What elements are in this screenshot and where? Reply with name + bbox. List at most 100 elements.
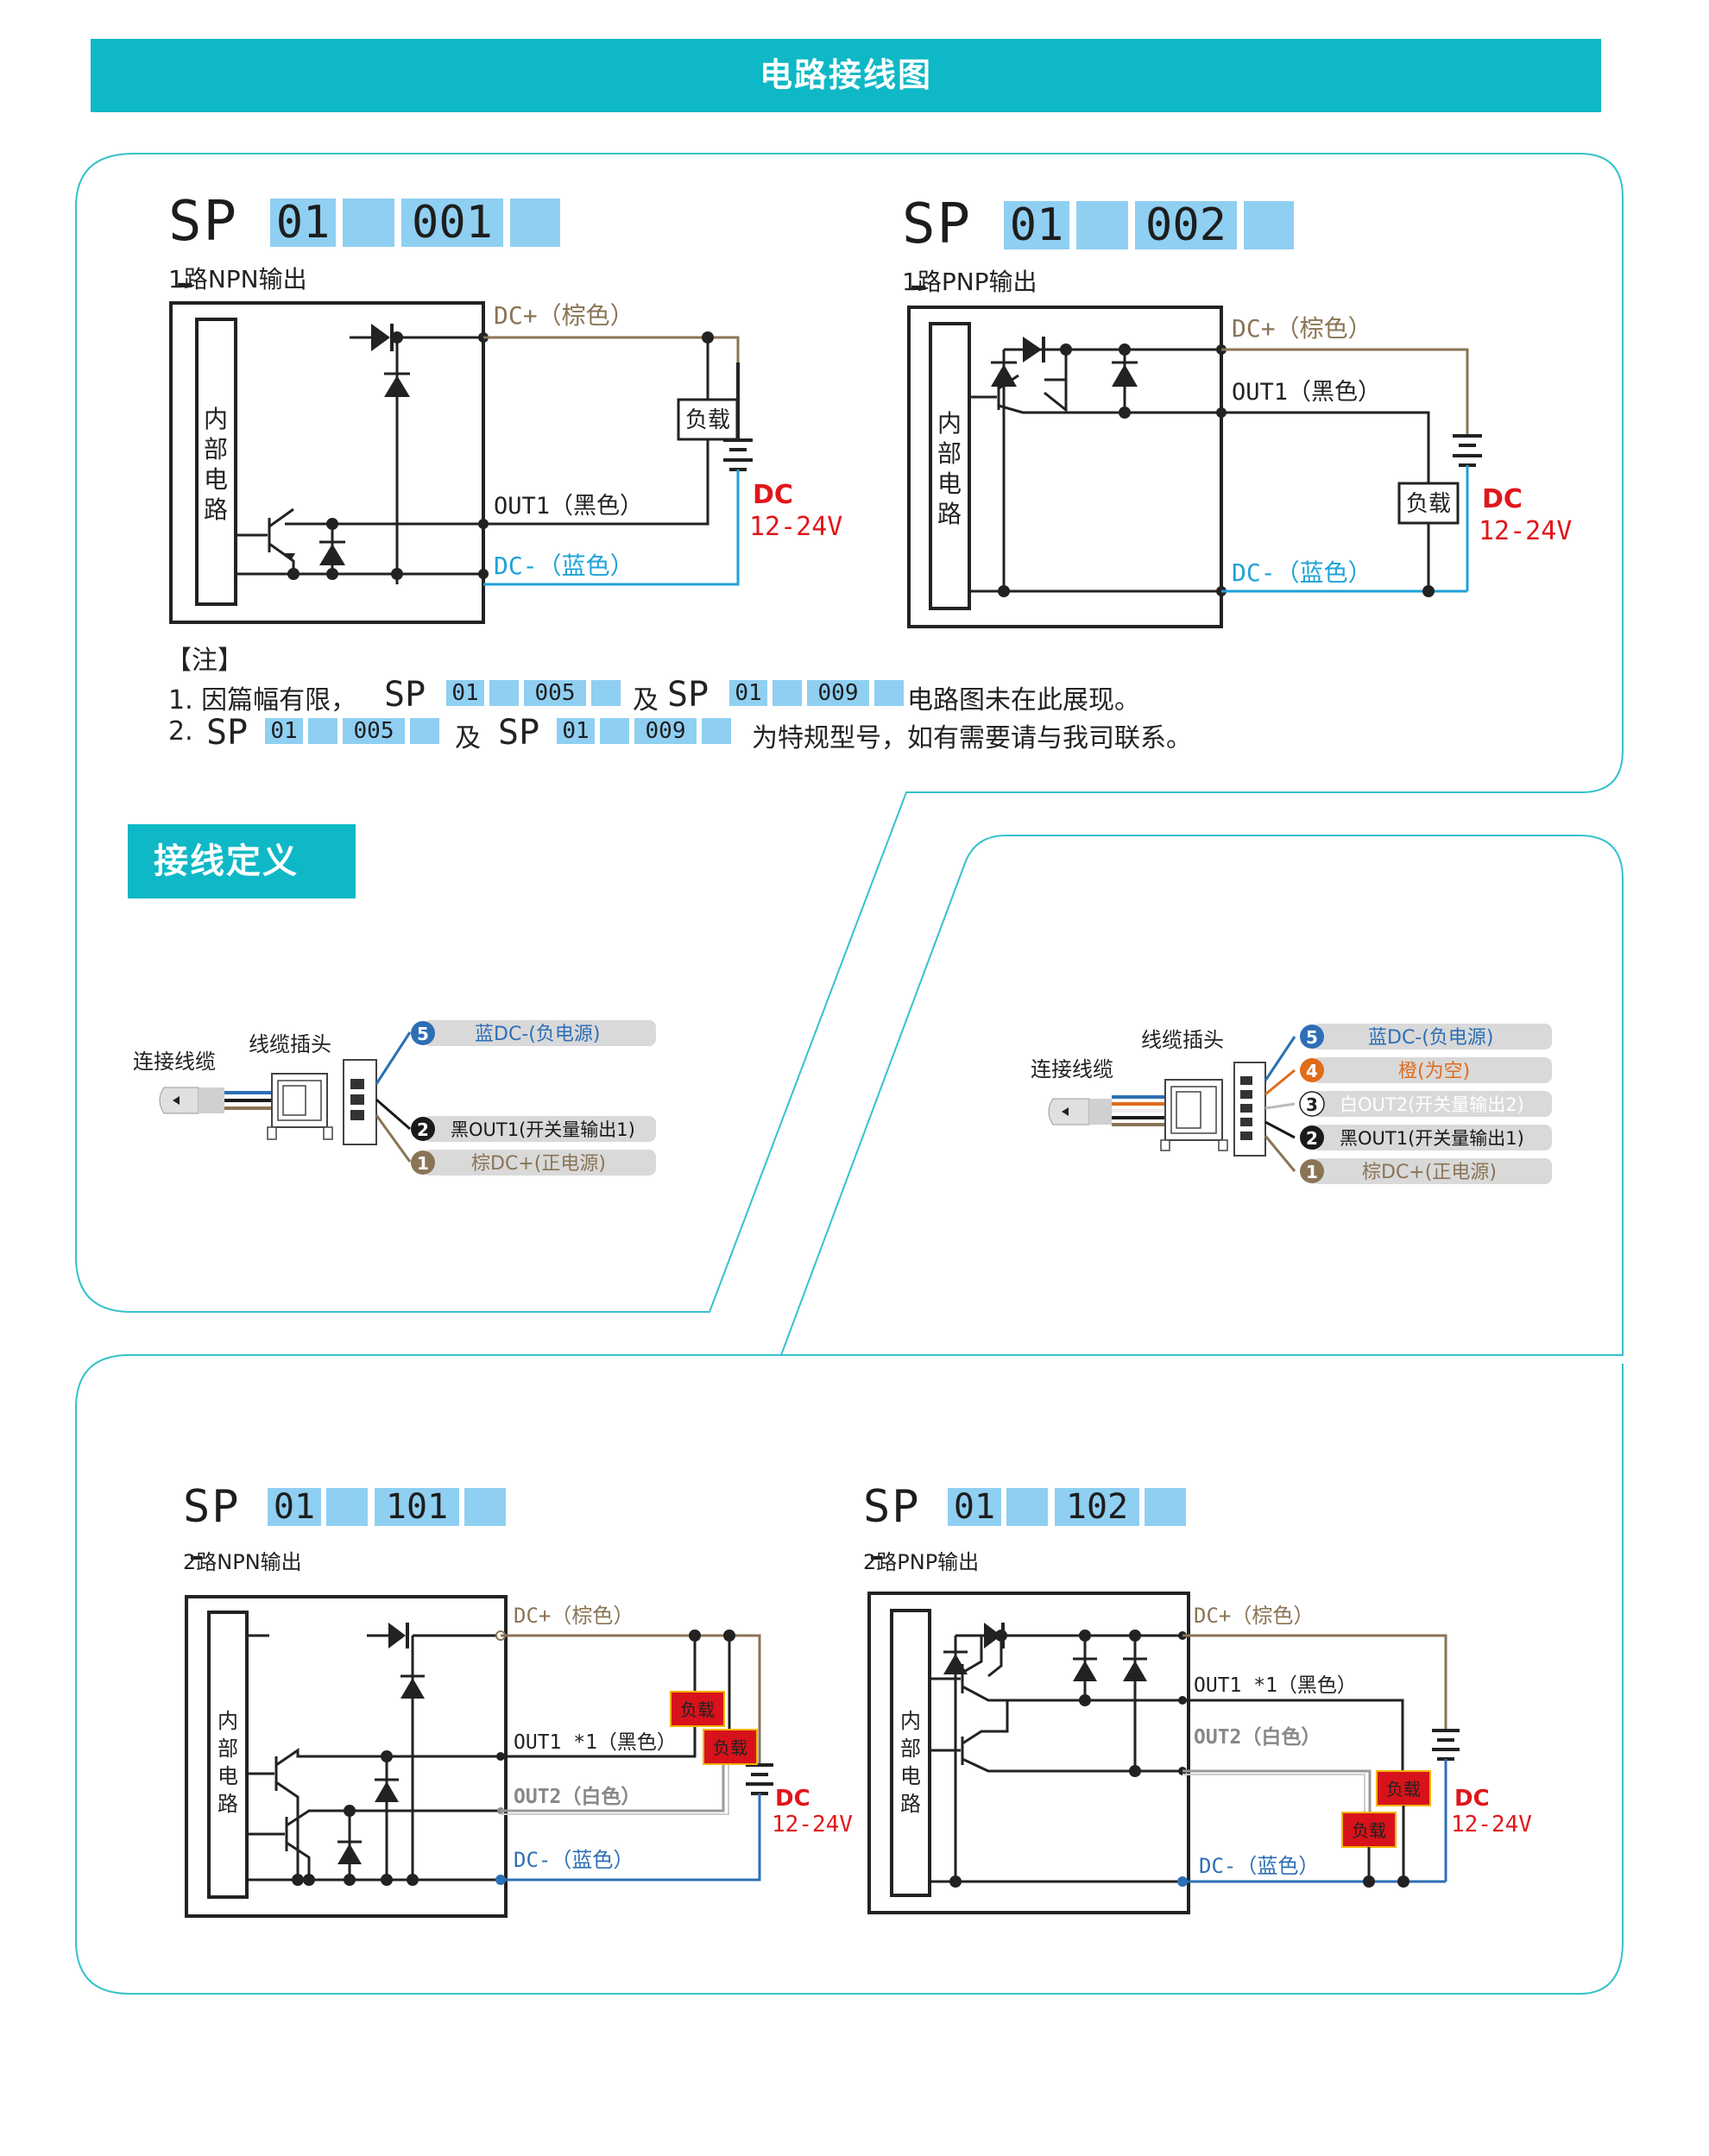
panel-mid-outline [75,835,1624,1995]
label-dc-plus: DC+（棕色） [494,301,634,330]
svg-text:蓝DC-(负电源): 蓝DC-(负电源) [1368,1027,1493,1049]
model-prefix: SP - [863,1481,921,1581]
svg-text:内: 内 [204,405,228,433]
cable-label: 连接线缆 [133,1050,216,1074]
svg-text:部: 部 [218,1737,238,1761]
label-dc: DC [753,480,793,510]
internal-circuit-label: 内 部 电 路 [204,405,228,524]
note-text: 1. 因篇幅有限， [168,685,357,716]
model-code-2: 009 [634,718,697,744]
note-text: 为特规型号，如有需要请与我司联系。 [752,723,1192,753]
zener-diode-1 [943,1654,968,1674]
svg-text:蓝DC-(负电源): 蓝DC-(负电源) [475,1024,600,1045]
svg-text:黑OUT1(开关量输出1): 黑OUT1(开关量输出1) [451,1119,635,1140]
internal-circuit-block [929,322,971,610]
wire-out2 [1182,1769,1372,1812]
svg-text:白OUT2(开关量输出2): 白OUT2(开关量输出2) [1340,1094,1524,1115]
cable-label: 连接线缆 [1031,1057,1113,1081]
subtitle-1: 1路NPN输出 [168,265,307,293]
wire-dc-minus [501,1794,761,1882]
model-code-2: 102 [1055,1488,1139,1526]
pin-3: 3 白OUT2(开关量输出2) [1299,1091,1552,1117]
model-blank [464,1488,506,1526]
internal-wiring [930,1634,1182,1883]
model-code-1: 01 [446,680,484,706]
battery-symbol [1453,434,1482,467]
junction-dots [292,1750,419,1886]
label-voltage: 12-24V [1479,516,1572,546]
diode-top [984,1623,1001,1649]
label-voltage: 12-24V [772,1812,853,1838]
connector-3pin: 连接线缆 线缆插头 5 蓝DC-(负电源) 2 黑OUT1(开关量输出1) 1 … [133,1020,656,1176]
cable-icon [1048,1098,1090,1125]
internal-circuit-label: 内 部 电 路 [900,1709,921,1816]
junction-dots [949,1630,1187,1888]
svg-text:内: 内 [900,1709,921,1733]
model-blank [874,680,904,706]
circuit-diagram-pnp-2: 内 部 电 路 负载 负载 [867,1592,1532,1914]
pin-2: 2 黑OUT1(开关量输出1) [411,1116,656,1142]
svg-text:部: 部 [900,1737,921,1761]
model-code-2: 002 [1135,201,1237,249]
label-dc-plus: DC+（棕色） [1232,314,1372,343]
label-dc-minus: DC-（蓝色） [514,1848,634,1872]
junction-dots [287,331,489,580]
label-dc-minus: DC-（蓝色） [494,552,634,580]
svg-text:1: 1 [1306,1162,1318,1182]
zener-diode-1 [991,364,1017,387]
plug-body [1164,1079,1223,1141]
junction-dots [998,344,1227,597]
svg-text:电: 电 [900,1764,921,1788]
svg-text:5: 5 [1306,1027,1318,1048]
label-out1: OUT1 *1（黑色） [1194,1674,1357,1697]
wire-out2 [501,1761,725,1812]
model-blank [702,718,731,744]
svg-text:电: 电 [218,1764,238,1788]
zener-diode-1 [384,375,410,397]
internal-circuit-block [195,318,237,606]
internal-wiring [236,336,483,584]
internal-circuit-block [207,1611,249,1899]
svg-text:棕DC+(正电源): 棕DC+(正电源) [471,1153,606,1175]
model-blank [1244,201,1294,249]
panel-top-outline [75,153,1624,1313]
svg-text:电: 电 [204,465,228,494]
zener-diode-3 [1123,1661,1147,1681]
internal-circuit-label: 内 部 电 路 [937,409,962,528]
model-blank [308,718,337,744]
battery-symbol [746,1763,773,1795]
plug-body [271,1073,328,1128]
svg-text:路: 路 [204,495,228,524]
note-text: 电路图未在此展现。 [907,685,1140,716]
wire-out1 [483,440,709,526]
cable-wires [1112,1095,1165,1126]
label-voltage: 12-24V [1451,1812,1532,1838]
note-line-2: 2. SP - 01 005 及 SP - 01 009 为特规型号，如有需要请… [168,713,1290,753]
load-label: 负载 [685,407,730,433]
internal-circuit-label: 内 部 电 路 [218,1709,238,1816]
pin-1: 1 棕DC+(正电源) [1300,1158,1552,1184]
wiring-definition-tab: 接线定义 [128,824,356,898]
note-text: 及 [455,723,481,753]
wire-out1 [1182,1699,1404,1771]
model-blank [591,680,621,706]
wire-out1 [501,1726,697,1758]
emitter-arrow [285,553,295,559]
notes-heading: 【注】 [166,646,243,676]
page-title: 电路接线图 [759,56,932,94]
model-code-2: 005 [343,718,405,744]
subtitle-2: 1路PNP输出 [902,268,1037,296]
svg-text:1: 1 [417,1153,429,1174]
model-prefix: SP - [902,192,973,317]
model-blank [1076,201,1128,249]
circuit-diagram-npn-1: 内 部 电 路 负载 DC+（棕色） OUT1（黑色） DC-（蓝色） DC 1… [169,301,842,624]
svg-text:5: 5 [417,1024,429,1044]
model-blank [343,199,394,247]
zener-diode-2 [1112,364,1138,387]
zener-diode-2 [1073,1661,1097,1681]
zener-diode-2 [375,1781,399,1802]
pin-2: 2 黑OUT1(开关量输出1) [1300,1125,1552,1150]
svg-text:橙(为空): 橙(为空) [1398,1061,1470,1082]
model-code-1: 01 [729,680,767,706]
